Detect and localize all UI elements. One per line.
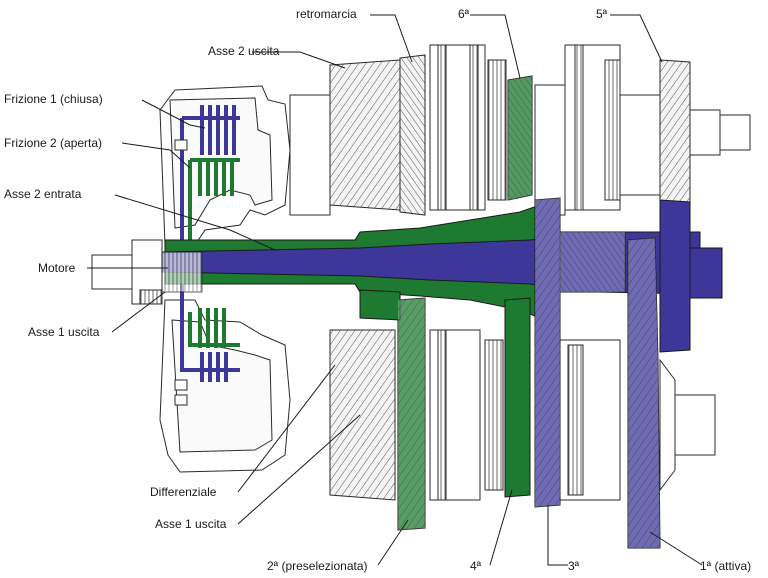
axle1-end [689,247,723,299]
gear-4 [504,297,531,498]
labels: retromarcia 6ª 5ª Asse 2 uscita Frizione… [4,7,751,573]
gear-teeth-overlay [398,198,660,548]
motor-input [91,239,163,305]
label-retromarcia: retromarcia [296,7,357,21]
label-differenziale: Differenziale [150,485,217,499]
label-motore: Motore [38,261,76,275]
gear-1-upper [659,199,691,353]
clutch-housing [159,85,291,473]
label-gear-6: 6ª [458,7,470,21]
lower-output-gears [329,329,716,501]
label-gear-5: 5ª [596,7,608,21]
label-asse2-uscita: Asse 2 uscita [208,44,280,58]
leader-lines [87,14,703,566]
gear-2-hub [359,289,401,321]
gear-6-teeth [508,76,532,200]
upper-output-gears [289,44,751,216]
label-asse1-uscita-bottom: Asse 1 uscita [155,517,227,531]
label-gear-2: 2ª (preselezionata) [267,559,368,573]
label-gear-4: 4ª [470,559,482,573]
axle1-splines [161,251,203,293]
label-gear-3: 3ª [568,559,580,573]
label-asse2-entrata: Asse 2 entrata [4,187,82,201]
label-frizione-2: Frizione 2 (aperta) [4,136,102,150]
label-gear-1: 1ª (attiva) [700,559,751,573]
label-frizione-1: Frizione 1 (chiusa) [4,92,103,106]
label-asse1-uscita-top: Asse 1 uscita [28,325,100,339]
